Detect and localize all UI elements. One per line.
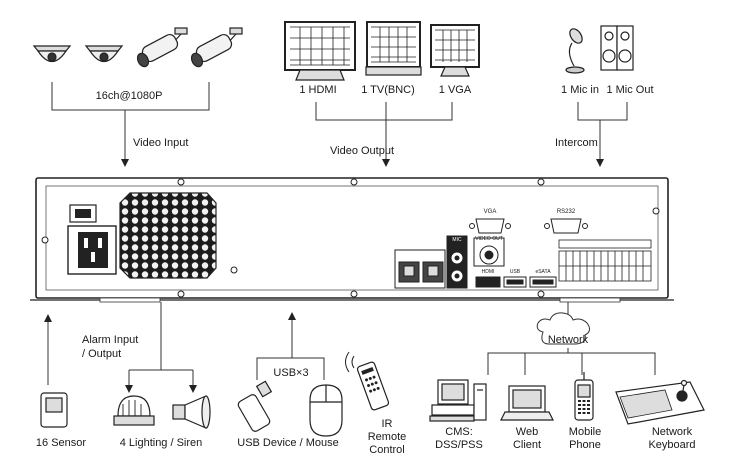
- bullet-camera-icon: [190, 27, 243, 68]
- web-label-1: Web: [515, 426, 539, 438]
- camera-bracket: [51, 82, 210, 167]
- siren-icon: [172, 395, 211, 429]
- usb-device-label: USB Device / Mouse: [237, 437, 339, 449]
- usb-count-label: USB×3: [273, 367, 309, 379]
- esata-port-icon: [529, 276, 557, 288]
- network-keyboard-icon: [615, 379, 705, 425]
- nvr-rear-panel: [30, 177, 674, 303]
- dome-camera-icon: [84, 45, 124, 63]
- usb-port-icon: [503, 276, 527, 288]
- bullet-camera-icon: [136, 27, 188, 68]
- hdmi-port-label: HDMI: [481, 269, 495, 275]
- esata-port-label: eSATA: [535, 269, 551, 275]
- video-output-label: Video Output: [330, 145, 395, 157]
- mic-port-label: MIC: [452, 237, 462, 243]
- cms-label-2: DSS/PSS: [435, 439, 483, 451]
- lighting-siren-label: 4 Lighting / Siren: [119, 437, 203, 449]
- monitor-icon: [284, 21, 356, 81]
- audio-jack-group: [446, 235, 468, 289]
- intercom-label: Intercom: [555, 137, 598, 149]
- video-out-port-label: VIDEO OUT: [475, 236, 503, 242]
- camera-group: [32, 27, 243, 68]
- alarm-output-label: / Output: [82, 348, 122, 360]
- screw-icon: [41, 178, 660, 298]
- mobile-label-1: Mobile: [568, 426, 602, 438]
- keyboard-label-1: Network: [651, 426, 693, 438]
- rs232-port-icon: [544, 218, 588, 234]
- power-switch-icon: [69, 204, 97, 223]
- keyboard-label-2: Keyboard: [648, 439, 696, 451]
- output-tv-label: 1 TV(BNC): [361, 84, 415, 96]
- hdmi-port-icon: [475, 276, 501, 288]
- power-socket-icon: [67, 225, 117, 275]
- intercom-bracket: [577, 102, 628, 167]
- fan-grille-icon: [119, 192, 217, 279]
- dome-camera-icon: [32, 45, 72, 63]
- bnc-port-icon: [473, 237, 505, 267]
- lan-port-group: [394, 249, 446, 289]
- network-label: Network: [547, 334, 589, 346]
- monitor-icon: [430, 24, 480, 77]
- alarm-light-icon: [113, 395, 155, 426]
- ir-label-3: Control: [369, 444, 405, 456]
- video-input-label: Video Input: [133, 137, 189, 149]
- vga-port-icon: [469, 218, 511, 234]
- bottom-connectors: [44, 302, 656, 393]
- vga-port-label: VGA: [483, 209, 497, 215]
- output-vga-label: 1 VGA: [438, 84, 472, 96]
- alarm-input-label: Alarm Input: [82, 334, 139, 346]
- output-hdmi-label: 1 HDMI: [299, 84, 337, 96]
- ir-label-2: Remote: [367, 431, 407, 443]
- desktop-pc-icon: [429, 379, 487, 422]
- speaker-icon: [600, 25, 634, 71]
- network-cloud-icon: [536, 312, 591, 345]
- cms-label-1: CMS:: [445, 426, 473, 438]
- video-output-bracket: [315, 102, 453, 167]
- mic-in-label: 1 Mic in: [561, 84, 599, 96]
- mobile-phone-icon: [574, 372, 594, 421]
- ir-remote-icon: [345, 351, 390, 411]
- monitor-icon: [365, 21, 422, 76]
- microphone-icon: [565, 28, 585, 74]
- monitor-group: [284, 21, 480, 81]
- mic-out-label: 1 Mic Out: [606, 84, 654, 96]
- usb-stick-icon: [237, 380, 273, 432]
- ir-label-1: IR: [381, 418, 393, 430]
- camera-count-label: 16ch@1080P: [95, 90, 163, 102]
- laptop-icon: [500, 385, 554, 421]
- sensor-label: 16 Sensor: [35, 437, 87, 449]
- alarm-terminal-block: [558, 239, 652, 282]
- rs232-port-label: RS232: [556, 209, 576, 215]
- web-label-2: Client: [512, 439, 542, 451]
- sensor-icon: [40, 392, 68, 428]
- mobile-label-2: Phone: [569, 439, 601, 451]
- usb-port-label: USB: [509, 269, 521, 275]
- mouse-icon: [309, 384, 343, 437]
